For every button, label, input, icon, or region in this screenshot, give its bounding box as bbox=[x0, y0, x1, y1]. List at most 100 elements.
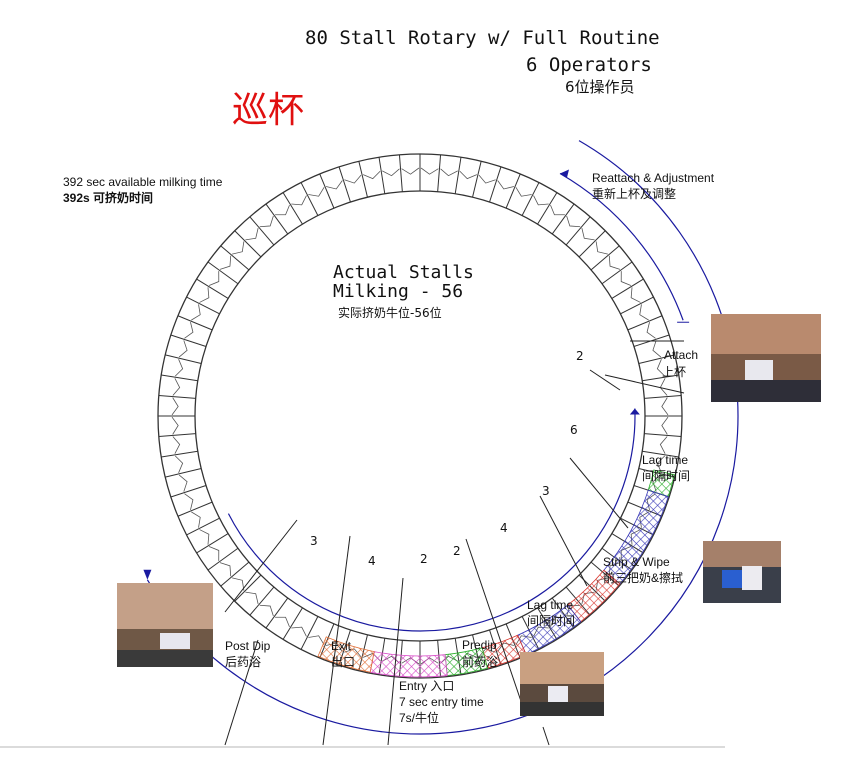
stall-divider bbox=[358, 161, 368, 198]
stall-notch bbox=[308, 635, 325, 645]
stall-divider bbox=[300, 182, 319, 216]
stall-notch bbox=[595, 241, 608, 255]
stall-divider bbox=[170, 485, 207, 498]
blue-arrows bbox=[141, 140, 739, 735]
stall-divider bbox=[565, 216, 591, 246]
center-line-2: Milking - 56 bbox=[333, 281, 463, 302]
stall-divider bbox=[627, 315, 663, 331]
post-dip-label: Post Dip bbox=[225, 639, 271, 653]
entry-label-cn: 7s/牛位 bbox=[399, 710, 439, 725]
leader-predip-bottom bbox=[542, 726, 550, 746]
stall-notch bbox=[566, 215, 581, 228]
stall-divider bbox=[611, 278, 644, 299]
arrow-reattach bbox=[559, 172, 684, 321]
stall-notch bbox=[219, 255, 232, 270]
stall-divider bbox=[265, 597, 289, 629]
center-line-1: Actual Stalls bbox=[333, 262, 474, 283]
photo-postdip-udder bbox=[117, 583, 213, 629]
rotary-ring bbox=[157, 153, 683, 679]
title-line-3: 6位操作员 bbox=[565, 78, 635, 96]
stall-divider bbox=[186, 517, 220, 536]
arrow-available-milking-time bbox=[146, 140, 739, 735]
stall-divider bbox=[177, 315, 213, 331]
leader-attach-inner bbox=[589, 369, 621, 391]
stall-notch bbox=[661, 416, 669, 435]
stall-divider bbox=[378, 157, 386, 194]
stall-divider bbox=[638, 354, 675, 364]
stall-divider bbox=[601, 261, 633, 285]
stall-notch bbox=[191, 511, 201, 528]
stall-notch bbox=[656, 455, 666, 473]
photo-predip-udder bbox=[520, 652, 604, 684]
red-cup-patrol-label: 巡杯 bbox=[232, 90, 304, 131]
stall-notch bbox=[363, 170, 381, 180]
segment-count-attach: 2 bbox=[576, 349, 584, 363]
photo-postdip-floor bbox=[117, 650, 213, 667]
center-line-3: 实际挤奶牛位-56位 bbox=[338, 305, 442, 320]
segment-count-lag2: 4 bbox=[500, 521, 508, 535]
arrow-head-inner bbox=[629, 408, 640, 415]
stall-notch bbox=[172, 436, 181, 454]
stall-divider bbox=[220, 561, 250, 587]
stall-divider bbox=[249, 216, 275, 246]
reattach-label: Reattach & Adjustment bbox=[592, 171, 715, 185]
segment-post-dip bbox=[317, 636, 375, 673]
stall-notch bbox=[208, 546, 220, 561]
stall-divider bbox=[505, 173, 521, 209]
ring-inner-circle bbox=[194, 190, 646, 642]
stall-notch bbox=[191, 304, 201, 321]
stall-notch bbox=[199, 287, 210, 303]
title-line-1: 80 Stall Rotary w/ Full Routine bbox=[305, 27, 660, 49]
photo-strip-udder bbox=[703, 541, 781, 567]
stall-notch bbox=[620, 271, 632, 286]
stall-notch bbox=[199, 529, 210, 545]
arrow-inner-routine bbox=[227, 408, 636, 632]
segment-count-entry: 2 bbox=[420, 552, 428, 566]
stall-notch bbox=[171, 416, 179, 435]
photo-strip-cloth bbox=[722, 570, 742, 588]
stall-divider bbox=[620, 296, 654, 315]
stall-divider bbox=[319, 173, 335, 209]
stall-notch bbox=[178, 340, 188, 358]
photo-strip-wipe bbox=[703, 541, 781, 603]
stall-notch bbox=[533, 195, 549, 206]
stall-divider bbox=[165, 468, 202, 478]
stall-notch bbox=[291, 195, 307, 206]
photo-postdip-glove bbox=[160, 633, 190, 649]
stall-divider bbox=[207, 261, 239, 285]
stall-notch bbox=[550, 204, 565, 216]
arrow-head-reattach bbox=[560, 169, 569, 178]
leader-predip bbox=[465, 538, 527, 717]
stall-notch bbox=[581, 228, 595, 241]
leader-lag2 bbox=[539, 495, 588, 587]
stall-notch bbox=[440, 168, 458, 177]
stall-notch bbox=[178, 474, 188, 492]
stall-notch bbox=[344, 174, 362, 184]
exit-label: Exit bbox=[331, 639, 352, 653]
leader-postdip-bottom bbox=[224, 639, 259, 746]
stall-divider bbox=[161, 374, 198, 382]
segment-count-lag1: 6 bbox=[570, 423, 578, 437]
exit-label-cn: 出口 bbox=[331, 655, 355, 669]
stall-notch bbox=[291, 626, 307, 637]
stall-divider bbox=[186, 296, 220, 315]
photo-strip-glove bbox=[742, 566, 762, 590]
stall-divider bbox=[282, 607, 303, 640]
stall-divider bbox=[196, 533, 229, 554]
stall-notch bbox=[259, 215, 274, 228]
stall-notch bbox=[630, 287, 641, 303]
stall-notch bbox=[478, 174, 496, 184]
photo-predip-glove bbox=[548, 686, 568, 702]
stall-divider bbox=[249, 586, 275, 616]
stall-divider bbox=[338, 166, 351, 203]
stall-notch bbox=[245, 591, 259, 604]
leader-entry bbox=[387, 577, 404, 746]
stall-notch bbox=[661, 397, 669, 416]
entry-label: Entry 入口 bbox=[399, 679, 454, 693]
stall-divider bbox=[300, 616, 319, 650]
stall-divider bbox=[437, 154, 442, 192]
stall-divider bbox=[644, 394, 682, 399]
stall-divider bbox=[234, 230, 262, 258]
stall-notch bbox=[459, 170, 477, 180]
